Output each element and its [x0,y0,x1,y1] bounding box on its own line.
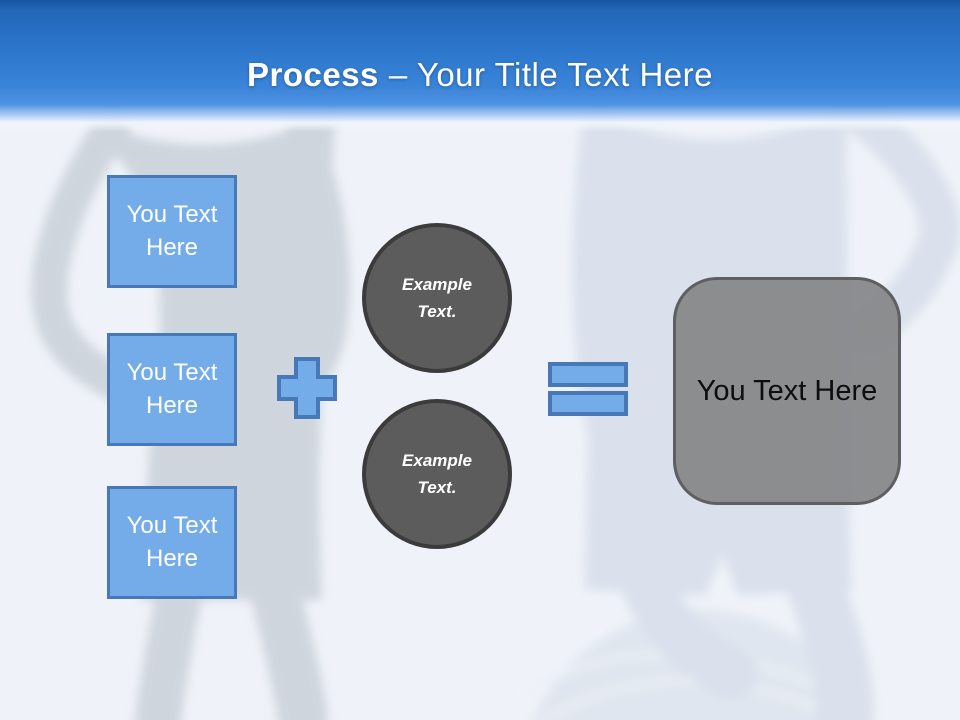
example-circle-1-label: Example Text. [402,274,472,321]
result-box-label: You Text Here [696,374,878,407]
example-circle-2-label: Example Text. [402,450,472,497]
result-box[interactable]: You Text Here [673,277,901,505]
example-circle-2[interactable]: Example Text. [362,399,512,549]
slide-title[interactable]: Process– Your Title Text Here [0,56,960,94]
input-box-1[interactable]: You Text Here [107,175,237,288]
input-box-1-label: You Text Here [126,201,218,261]
input-box-2-label: You Text Here [126,359,218,419]
plus-icon [276,356,338,420]
input-box-3-label: You Text Here [126,512,218,572]
equals-icon [548,362,628,416]
input-box-3[interactable]: You Text Here [107,486,237,599]
slide-title-keyword: Process [246,56,379,93]
example-circle-1[interactable]: Example Text. [362,223,512,373]
title-bar [0,0,960,132]
slide-title-subtitle: – Your Title Text Here [388,56,714,93]
input-box-2[interactable]: You Text Here [107,333,237,446]
